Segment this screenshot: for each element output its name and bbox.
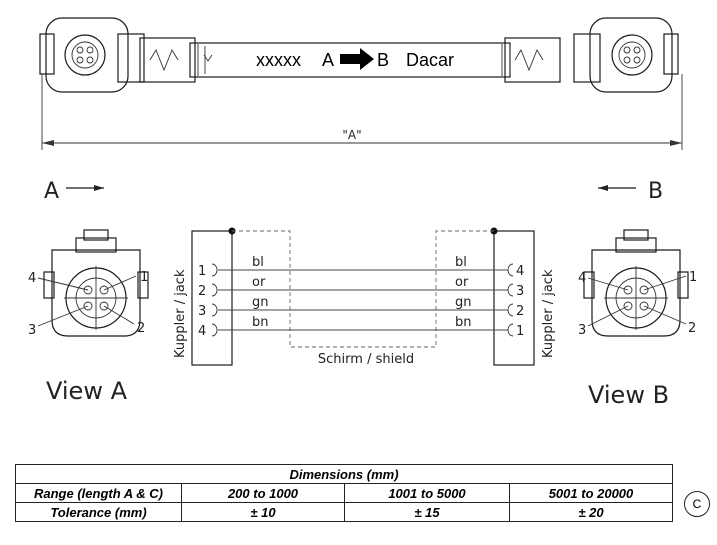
cable-print-prefix: xxxxx: [256, 50, 301, 70]
shield-label: Schirm / shield: [318, 352, 414, 367]
view-b-label: View B: [588, 381, 669, 409]
view-b-pin-1: 1: [689, 270, 697, 285]
view-b-arrow-label: B: [648, 179, 663, 204]
range-label-cell: Range (length A & C): [15, 483, 182, 503]
length-dimension: "A": [41, 74, 683, 150]
range-cell-1: 200 to 1000: [181, 483, 345, 503]
view-a-pin-4: 4: [28, 271, 36, 286]
table-row: Tolerance (mm) ± 10 ± 15 ± 20: [15, 502, 673, 522]
dimensions-table: Dimensions (mm) Range (length A & C) 200…: [15, 464, 673, 522]
left-connector-head: [39, 17, 145, 93]
view-a-arrow-label: A: [44, 179, 59, 204]
wire-color-left-4: bn: [252, 315, 269, 330]
view-a-label: View A: [46, 377, 128, 405]
table-row: Dimensions (mm): [15, 464, 673, 484]
wire-color-right-2: or: [455, 275, 469, 290]
wire-color-left-2: or: [252, 275, 266, 290]
view-b-pin-3: 3: [578, 323, 586, 338]
view-a-pin-3: 3: [28, 323, 36, 338]
view-b-connector-face: [583, 229, 689, 337]
wire-color-right-3: gn: [455, 295, 472, 310]
cable-print-brand: Dacar: [406, 50, 454, 70]
left-pin-4: 4: [198, 324, 206, 339]
table-header: Dimensions (mm): [15, 464, 673, 484]
cable-assembly: xxxxx A B Dacar: [39, 17, 679, 93]
wire-color-right-4: bn: [455, 315, 472, 330]
length-label: "A": [342, 128, 361, 142]
view-b-arrow-icon: [598, 185, 636, 191]
wire-color-left-1: bl: [252, 255, 264, 270]
view-a-arrow-icon: [66, 185, 104, 191]
view-a-pin-2: 2: [137, 321, 145, 336]
tolerance-label-cell: Tolerance (mm): [15, 502, 182, 522]
view-a-pin-1: 1: [140, 270, 148, 285]
view-b-pin-4: 4: [578, 271, 586, 286]
tolerance-cell-2: ± 15: [344, 502, 510, 522]
revision-badge: C: [684, 491, 710, 517]
right-pin-4: 4: [516, 264, 524, 279]
left-pin-3: 3: [198, 304, 206, 319]
wire-color-left-3: gn: [252, 295, 269, 310]
right-pin-2: 2: [516, 304, 524, 319]
wire-color-right-1: bl: [455, 255, 467, 270]
cable-print-from: A: [322, 50, 334, 70]
range-cell-3: 5001 to 20000: [509, 483, 673, 503]
range-cell-2: 1001 to 5000: [344, 483, 510, 503]
left-pin-1: 1: [198, 264, 206, 279]
view-a-connector-face: [37, 229, 149, 337]
right-connector-head: [573, 17, 679, 93]
tolerance-cell-1: ± 10: [181, 502, 345, 522]
right-pin-3: 3: [516, 284, 524, 299]
tolerance-cell-3: ± 20: [509, 502, 673, 522]
table-row: Range (length A & C) 200 to 1000 1001 to…: [15, 483, 673, 503]
left-pin-2: 2: [198, 284, 206, 299]
view-b-pin-2: 2: [688, 321, 696, 336]
cable-direction-arrow-icon: [340, 48, 374, 70]
right-pin-1: 1: [516, 324, 524, 339]
right-jack-label: Kuppler / jack: [541, 269, 556, 358]
wiring-schematic: [191, 227, 535, 366]
cable-print-to: B: [377, 50, 389, 70]
left-jack-label: Kuppler / jack: [173, 269, 188, 358]
